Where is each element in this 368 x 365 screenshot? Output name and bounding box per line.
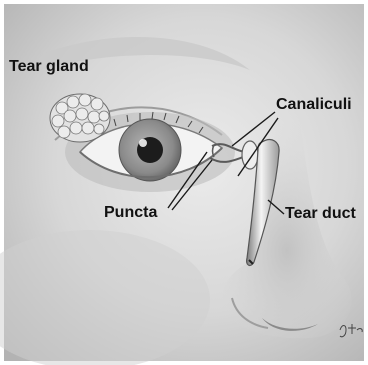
tear-duct-label: Tear duct [285, 205, 356, 223]
tear-gland-label: Tear gland [9, 58, 89, 76]
canaliculi-label: Canaliculi [276, 96, 352, 114]
lacrimal-sac [242, 141, 258, 169]
puncta-label: Puncta [104, 204, 157, 222]
tear-gland-illustration [50, 94, 110, 142]
